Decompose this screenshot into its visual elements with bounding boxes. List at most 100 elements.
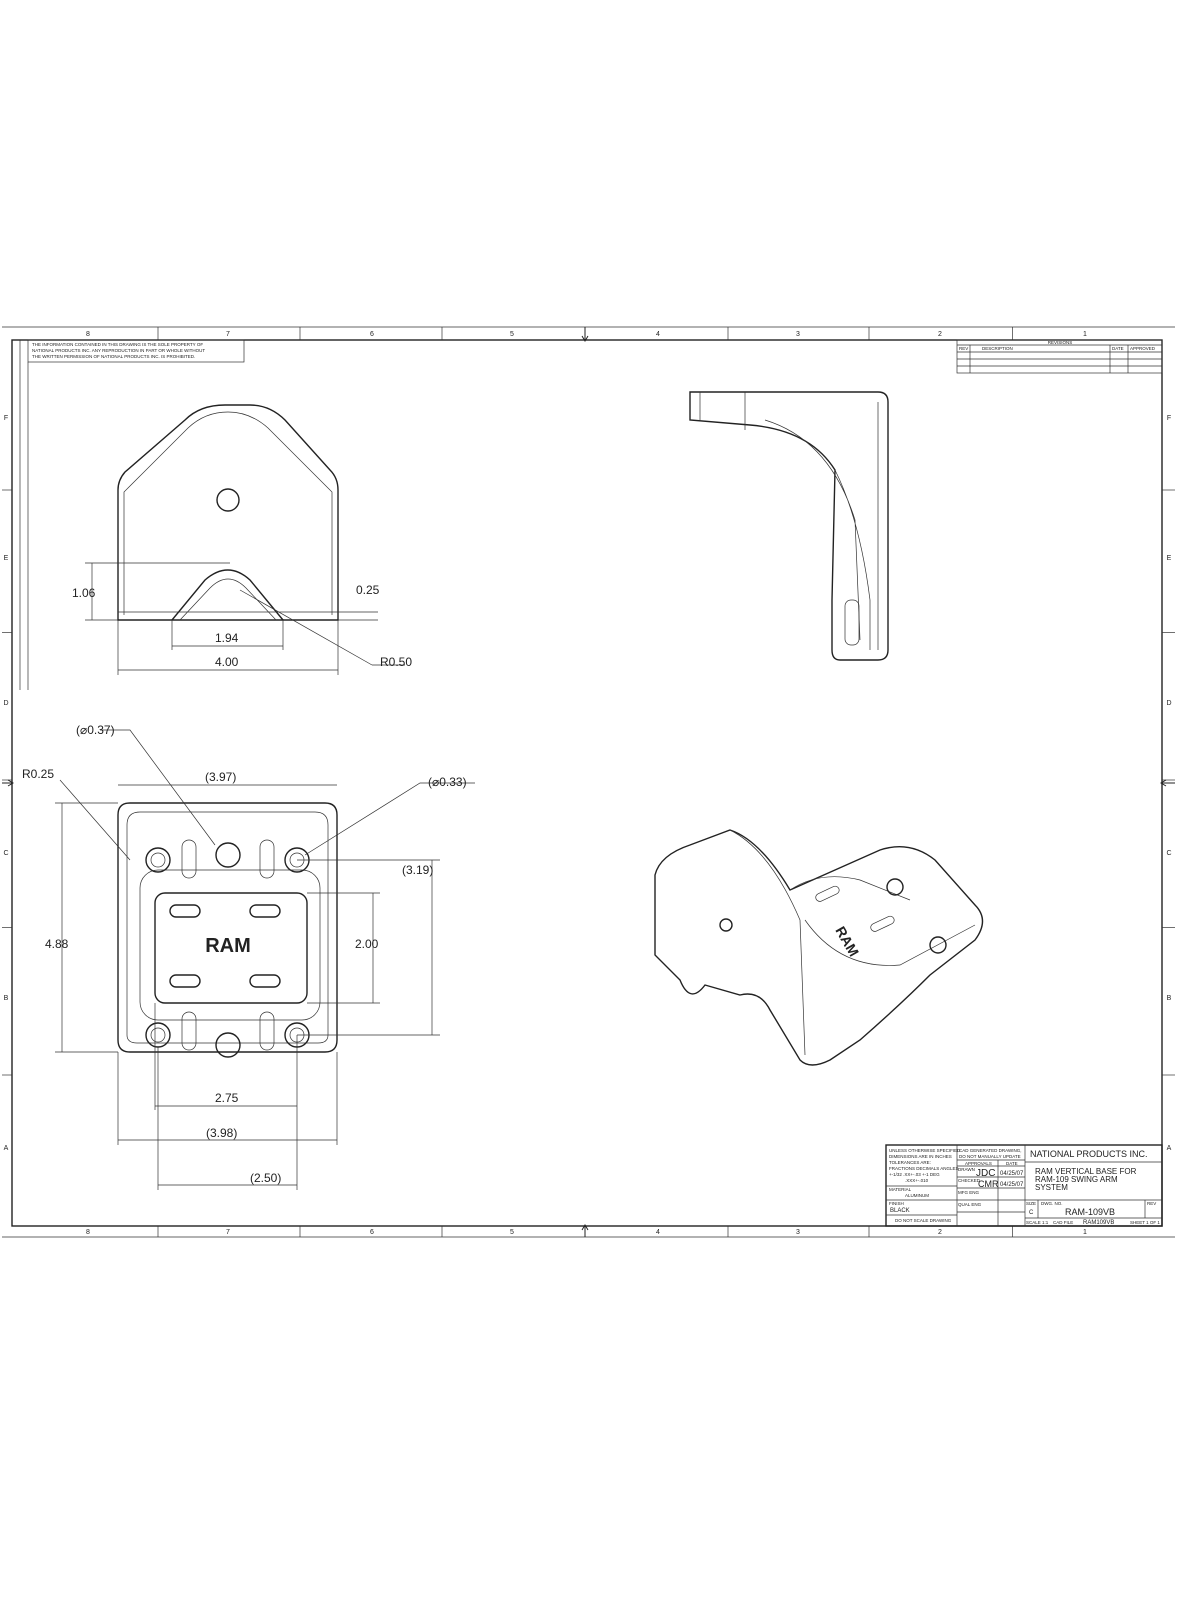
dim-3-19: (3.19): [402, 863, 433, 877]
size-label: SIZE: [1026, 1201, 1036, 1206]
side-view: [689, 391, 889, 661]
tolerance-note: TOLERANCES ARE:: [889, 1160, 931, 1165]
material-label: MATERIAL: [889, 1187, 912, 1192]
rev-header: REV: [959, 346, 968, 351]
zone-column-label: 5: [510, 1229, 514, 1236]
finish-label: FINISH: [889, 1201, 904, 1206]
cad-file: RAM109VB: [1083, 1220, 1114, 1226]
drawing-title: SYSTEM: [1035, 1183, 1068, 1192]
dim-r0-50: R0.50: [380, 655, 412, 669]
material-value: ALUMINUM: [905, 1193, 929, 1198]
checked-date: 04/25/07: [1000, 1182, 1024, 1188]
revisions-title: REVISIONS: [1048, 340, 1073, 345]
dim-1-94: 1.94: [215, 631, 239, 645]
scale: SCALE 1:1: [1026, 1220, 1049, 1225]
finish-value: BLACK: [890, 1208, 910, 1214]
dim-1-06: 1.06: [72, 586, 96, 600]
zone-row-label: F: [4, 415, 8, 422]
drawing-border: [11, 339, 1163, 1227]
date-label: DATE: [1006, 1161, 1018, 1166]
zone-row-label: F: [1167, 415, 1171, 422]
zone-column-label: 3: [796, 1229, 800, 1236]
checked-by: CMR: [978, 1179, 999, 1189]
zone-column-label: 3: [796, 331, 800, 338]
zone-column-label: 7: [226, 1229, 230, 1236]
zone-column-label: 1: [1083, 331, 1087, 338]
top-view: RAM (⌀0.37) R0.25 (3.97) (⌀0.33) (3.19) …: [22, 723, 475, 1190]
zone-column-label: 2: [938, 331, 942, 338]
cad-note: DO NOT MANUALLY UPDATE: [959, 1154, 1021, 1159]
zone-row-label: A: [4, 1145, 9, 1152]
zone-column-label: 4: [656, 1229, 660, 1236]
drawn-label: DRAWN: [958, 1167, 975, 1172]
tolerance-note: DIMENSIONS ARE IN INCHES: [889, 1154, 952, 1159]
notice-line: THE INFORMATION CONTAINED IN THIS DRAWIN…: [32, 342, 203, 347]
rev-label: REV: [1147, 1201, 1156, 1206]
company-name: NATIONAL PRODUCTS INC.: [1030, 1149, 1148, 1159]
dim-3-98: (3.98): [206, 1126, 237, 1140]
center-arrow-icon: [581, 1224, 589, 1237]
ram-logo: RAM: [205, 935, 251, 957]
qual-eng-label: QUAL ENG: [958, 1202, 982, 1207]
zone-column-label: 8: [86, 1229, 90, 1236]
zone-row-label: E: [1167, 555, 1172, 562]
notice-line: THE WRITTEN PERMISSION OF NATIONAL PRODU…: [32, 354, 195, 359]
zone-row-label: D: [1166, 700, 1171, 707]
zone-row-label: A: [1167, 1145, 1172, 1152]
approved-header: APPROVED: [1130, 346, 1156, 351]
zone-row-label: B: [1167, 995, 1172, 1002]
tolerance-note: UNLESS OTHERWISE SPECIFIED: [889, 1148, 961, 1153]
title-block: UNLESS OTHERWISE SPECIFIED DIMENSIONS AR…: [885, 1144, 1163, 1227]
dim-0-25: 0.25: [356, 583, 380, 597]
dim-r0-25: R0.25: [22, 767, 54, 781]
dim-2-00: 2.00: [355, 937, 379, 951]
front-view: 1.06 0.25 1.94 4.00 R0.50: [72, 404, 412, 675]
dim-4-88: 4.88: [45, 937, 69, 951]
zone-column-label: 1: [1083, 1229, 1087, 1236]
tolerance-note: +-1/32 .XX+-.03 +-1 DEG: [889, 1172, 940, 1177]
zone-column-label: 6: [370, 331, 374, 338]
zone-column-label: 4: [656, 331, 660, 338]
drawn-date: 04/25/07: [1000, 1171, 1024, 1177]
zone-column-label: 2: [938, 1229, 942, 1236]
drawing-title: RAM-109 SWING ARM: [1035, 1175, 1118, 1184]
date-header: DATE: [1112, 346, 1124, 351]
revision-block: REVISIONS REV DESCRIPTION DATE APPROVED: [956, 339, 1163, 374]
center-arrow-icon: [581, 327, 589, 342]
dim-4-00: 4.00: [215, 655, 239, 669]
dwg-no: RAM-109VB: [1065, 1207, 1115, 1217]
approvals-label: APPROVALS: [965, 1161, 992, 1166]
zone-column-label: 8: [86, 331, 90, 338]
dwg-no-label: DWG. NO.: [1041, 1201, 1063, 1206]
zone-column-label: 6: [370, 1229, 374, 1236]
zone-row-label: B: [4, 995, 9, 1002]
tolerance-note: .XXX+-.010: [905, 1178, 929, 1183]
dim-3-97: (3.97): [205, 770, 236, 784]
tolerance-note: FRACTIONS DECIMALS ANGLES: [889, 1166, 959, 1171]
proprietary-notice-box: [27, 339, 245, 363]
zone-row-label: E: [4, 555, 9, 562]
notice-line: NATIONAL PRODUCTS INC. ANY REPRODUCTION …: [32, 348, 205, 353]
zone-row-label: D: [3, 700, 8, 707]
isometric-view: RAM: [654, 829, 984, 1066]
iso-ram-logo: RAM: [832, 924, 862, 960]
dim-2-50: (2.50): [250, 1171, 281, 1185]
no-scale-note: DO NOT SCALE DRAWING: [895, 1218, 952, 1223]
zone-row-label: C: [3, 850, 8, 857]
sheet-number: SHEET 1 OF 1: [1130, 1220, 1160, 1225]
zone-row-label: C: [1166, 850, 1171, 857]
center-arrow-icon: [1160, 779, 1175, 787]
dim-dia-0-33: (⌀0.33): [428, 775, 467, 789]
center-arrow-icon: [2, 779, 14, 787]
checked-label: CHECKED: [958, 1178, 981, 1183]
cad-file-label: CAD FILE: [1053, 1220, 1073, 1225]
mfg-eng-label: MFG ENG: [958, 1190, 979, 1195]
zone-column-label: 7: [226, 331, 230, 338]
description-header: DESCRIPTION: [982, 346, 1013, 351]
zone-column-label: 5: [510, 331, 514, 338]
drawing-title: RAM VERTICAL BASE FOR: [1035, 1167, 1137, 1176]
dim-dia-0-37: (⌀0.37): [76, 723, 115, 737]
cad-note: CAD GENERATED DRAWING,: [959, 1148, 1022, 1153]
